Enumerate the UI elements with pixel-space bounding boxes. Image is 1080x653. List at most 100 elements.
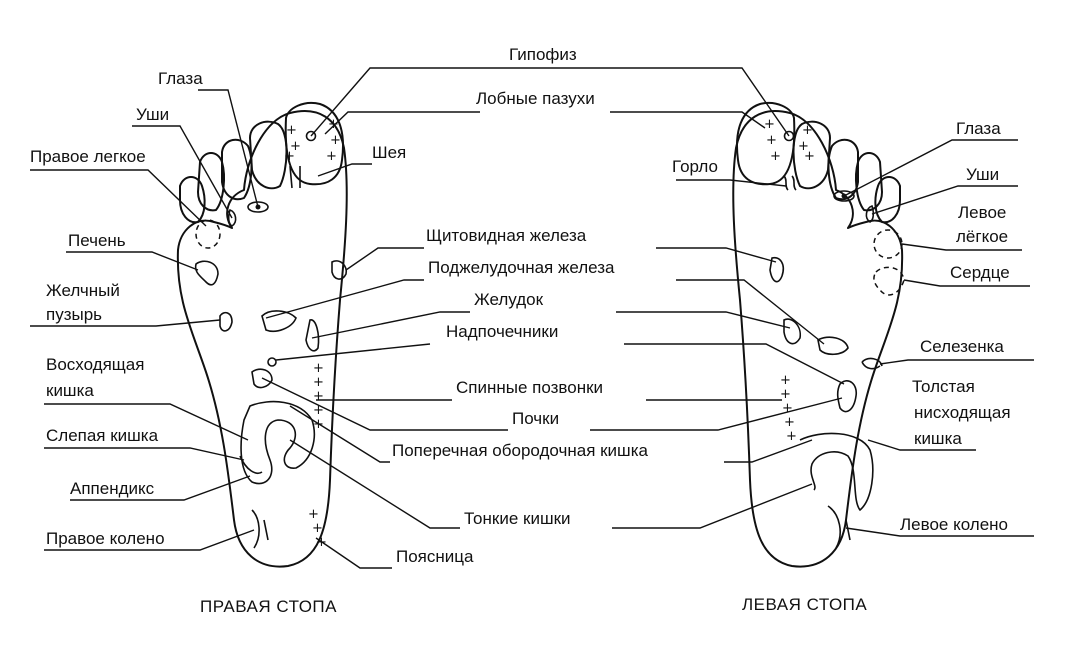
left-lung-zone bbox=[873, 229, 903, 259]
right-ear-zone bbox=[227, 208, 237, 227]
right-thyroid-zone bbox=[331, 260, 348, 280]
left-sinus-marks-4: + bbox=[802, 123, 813, 138]
right-big-toe bbox=[284, 102, 344, 186]
left-sinus-marks-6: + bbox=[804, 149, 815, 164]
left-colon-zone bbox=[799, 432, 874, 512]
label-ears-left: Уши bbox=[966, 165, 999, 184]
leader-lines bbox=[30, 67, 1034, 569]
label-adrenals: Надпочечники bbox=[446, 322, 558, 341]
leader-gallbladder bbox=[30, 319, 221, 327]
label-right-lung: Правое легкое bbox=[30, 147, 146, 166]
right-pancreas-zone bbox=[261, 310, 297, 333]
leader-transverse-colon bbox=[289, 405, 813, 463]
leader-appendix bbox=[70, 475, 251, 501]
label-left-lung-1: Левое bbox=[958, 203, 1006, 222]
left-toe-5 bbox=[874, 176, 901, 224]
leader-neck bbox=[317, 163, 372, 177]
right-neck-marks bbox=[289, 165, 301, 189]
left-sinus-marks: + bbox=[764, 117, 775, 132]
right-knee-zone bbox=[251, 509, 269, 549]
right-foot-outline bbox=[176, 110, 348, 568]
label-eyes-left: Глаза bbox=[956, 119, 1001, 138]
caption-right-foot: ПРАВАЯ СТОПА bbox=[200, 597, 337, 616]
right-toe-2 bbox=[249, 120, 288, 190]
label-cecum: Слепая кишка bbox=[46, 426, 159, 445]
right-sinus-marks-6: + bbox=[326, 149, 337, 164]
leader-liver bbox=[66, 251, 199, 271]
right-sinus-marks-2: + bbox=[290, 139, 301, 154]
label-heart: Сердце bbox=[950, 263, 1010, 282]
left-spine-marks-5: + bbox=[786, 429, 797, 444]
right-adrenal-point bbox=[267, 357, 277, 367]
left-toe-3 bbox=[827, 138, 859, 201]
right-stomach-zone bbox=[305, 319, 320, 352]
label-left-knee: Левое колено bbox=[900, 515, 1008, 534]
left-pancreas-zone bbox=[817, 336, 849, 356]
leader-pancreas bbox=[265, 279, 825, 345]
leader-ascending-colon bbox=[44, 403, 249, 441]
leader-kidneys bbox=[261, 377, 843, 431]
right-spine-marks-3: + bbox=[313, 389, 324, 404]
leader-lumbar bbox=[315, 537, 392, 569]
left-sinus-marks-5: + bbox=[798, 139, 809, 154]
leader-stomach bbox=[311, 311, 791, 339]
left-ear-zone bbox=[865, 204, 875, 223]
left-kidney-zone bbox=[836, 380, 858, 413]
label-lumbar: Поясница bbox=[396, 547, 474, 566]
left-throat-marks bbox=[783, 175, 797, 191]
left-stomach-zone bbox=[783, 318, 802, 345]
leader-throat bbox=[676, 179, 787, 187]
label-gallbladder-2: пузырь bbox=[46, 305, 102, 324]
right-spine-marks: + bbox=[313, 361, 324, 376]
left-knee-zone bbox=[827, 505, 851, 549]
right-foot: + + + + + + + + + + + + + + bbox=[176, 102, 348, 568]
leader-small-intestine bbox=[289, 439, 813, 529]
leader-frontal-sinuses bbox=[324, 111, 766, 135]
label-liver: Печень bbox=[68, 231, 126, 250]
right-toe-5 bbox=[179, 176, 206, 224]
label-ascending-colon-2: кишка bbox=[46, 381, 94, 400]
label-descending-colon-1: Толстая bbox=[912, 377, 975, 396]
left-foot: + + + + + + + + + + + bbox=[732, 102, 905, 568]
label-ears-right: Уши bbox=[136, 105, 169, 124]
right-colon-zone bbox=[240, 400, 316, 485]
left-toe-4 bbox=[855, 152, 883, 212]
left-hypophysis-point bbox=[783, 130, 795, 142]
left-spine-marks-2: + bbox=[780, 387, 791, 402]
right-sinus-marks-4: + bbox=[328, 117, 339, 132]
leader-thyroid bbox=[345, 247, 777, 271]
label-eyes-right: Глаза bbox=[158, 69, 203, 88]
label-thyroid: Щитовидная железа bbox=[426, 226, 587, 245]
leader-left-lung bbox=[901, 243, 1022, 251]
left-big-toe bbox=[736, 102, 796, 186]
right-toe-4 bbox=[197, 152, 225, 212]
liver-zone bbox=[194, 260, 219, 286]
right-spine-marks-2: + bbox=[313, 375, 324, 390]
label-small-intestine: Тонкие кишки bbox=[464, 509, 571, 528]
label-ascending-colon-1: Восходящая bbox=[46, 355, 144, 374]
right-sinus-marks-5: + bbox=[330, 133, 341, 148]
leader-adrenals bbox=[275, 343, 845, 385]
label-spine: Спинные позвонки bbox=[456, 378, 603, 397]
leader-heart bbox=[903, 279, 1030, 287]
label-stomach: Желудок bbox=[474, 290, 544, 309]
left-foot-outline bbox=[732, 110, 904, 568]
lumbar-marks-2: + bbox=[312, 521, 323, 536]
leader-cecum bbox=[44, 447, 245, 461]
left-spine-marks: + bbox=[780, 373, 791, 388]
right-spine-marks-4: + bbox=[313, 403, 324, 418]
left-sinus-marks-2: + bbox=[766, 133, 777, 148]
label-gallbladder-1: Желчный bbox=[46, 281, 120, 300]
leader-spleen bbox=[879, 359, 1034, 365]
left-toe-2 bbox=[792, 120, 831, 190]
leader-eyes-right bbox=[198, 89, 259, 208]
right-sinus-marks: + bbox=[286, 123, 297, 138]
caption-left-foot: ЛЕВАЯ СТОПА bbox=[742, 595, 867, 614]
leader-descending-colon bbox=[867, 439, 976, 451]
leader-right-lung bbox=[30, 169, 207, 227]
gallbladder-zone bbox=[219, 311, 233, 332]
label-right-knee: Правое колено bbox=[46, 529, 165, 548]
label-descending-colon-2: нисходящая bbox=[914, 403, 1011, 422]
label-left-lung-2: лёгкое bbox=[956, 227, 1008, 246]
